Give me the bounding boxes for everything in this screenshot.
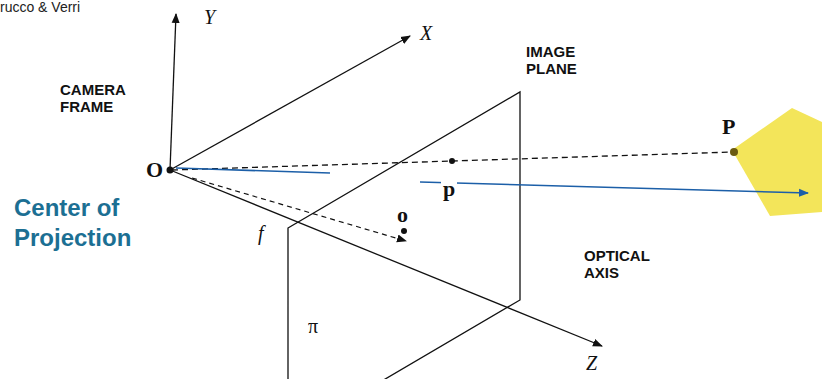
callout-label: Center of Projection	[14, 193, 184, 253]
point-label: O	[146, 158, 163, 182]
principal-point	[401, 228, 407, 234]
plane-label: IMAGE PLANE	[526, 44, 606, 77]
projection-ray	[172, 152, 733, 170]
center-point	[167, 167, 174, 174]
blue-ray-arrow	[420, 182, 808, 193]
scene-object	[732, 108, 822, 216]
axis-label: Z	[586, 352, 597, 374]
plane-symbol: π	[308, 315, 318, 337]
z-axis	[170, 170, 602, 346]
focal-label: f	[258, 222, 264, 244]
point-label: o	[397, 203, 408, 227]
x-axis	[170, 36, 410, 170]
axis-label: OPTICAL AXIS	[584, 248, 664, 281]
axis-label: X	[420, 22, 432, 44]
image-point	[449, 158, 455, 164]
blue-ray	[176, 168, 330, 173]
scene-point	[730, 148, 738, 156]
point-label: P	[722, 115, 735, 139]
y-axis	[170, 14, 176, 170]
point-label: p	[441, 177, 457, 201]
source-credit: rucco & Verri	[0, 0, 80, 15]
image-plane	[288, 92, 520, 379]
focal-arrow	[192, 178, 406, 241]
axis-label: Y	[204, 6, 215, 28]
frame-label: CAMERA FRAME	[60, 82, 140, 115]
